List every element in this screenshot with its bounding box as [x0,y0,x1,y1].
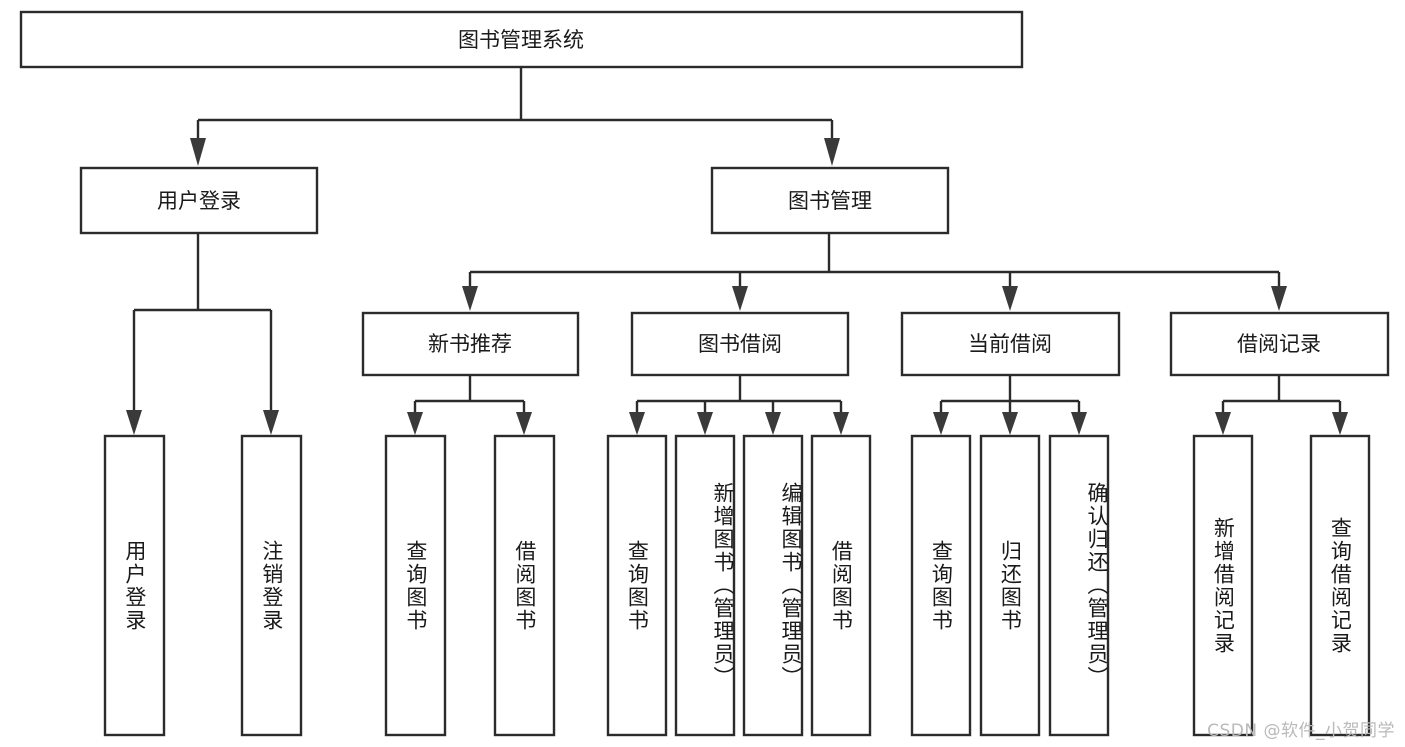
node-leaf-query-book-2[interactable] [606,434,668,737]
connector-group-user-login [126,233,279,435]
arrow-head-leaf-add-book [697,412,713,435]
arrow-head-leaf-query-book-3 [933,412,949,435]
node-leaf-query-book-3[interactable] [910,434,972,737]
label-book-manage: 图书管理 [788,189,872,213]
arrow-head-book-manage [824,138,840,166]
node-leaf-logout-login[interactable] [240,434,303,737]
node-borrow-record[interactable] [1169,311,1390,377]
connector-group-book-manage [462,233,1287,311]
connector-group-borrow-record [1215,375,1348,435]
label-root: 图书管理系统 [458,28,584,52]
arrow-head-leaf-add-record [1215,412,1231,435]
label-current-borrow: 当前借阅 [968,332,1052,356]
node-new-book-recommend[interactable] [361,311,580,377]
arrow-head-leaf-query-record [1332,412,1348,435]
label-borrow-record: 借阅记录 [1237,332,1321,356]
arrow-head-current-borrow [1002,286,1018,311]
connector-group-root [190,67,840,166]
label-new-book-recommend: 新书推荐 [428,332,512,356]
arrow-head-leaf-edit-book [765,412,781,435]
node-current-borrow[interactable] [900,311,1121,377]
arrow-head-leaf-borrow-book-2 [833,412,849,435]
arrow-head-leaf-query-book-1 [407,412,423,435]
arrow-head-leaf-logout-login [263,410,279,435]
connector-group-book-borrow [629,375,849,435]
connector-group-new-book-recommend [407,375,532,435]
node-root[interactable] [19,10,1024,69]
connector-group-current-borrow [933,375,1087,435]
node-leaf-user-login[interactable] [103,434,166,737]
node-leaf-borrow-book-2[interactable] [810,434,872,737]
arrow-head-leaf-confirm-return [1071,412,1087,435]
node-leaf-return-book[interactable] [979,434,1041,737]
node-leaf-add-book[interactable] [674,434,736,737]
arrow-head-borrow-record [1271,286,1287,311]
node-book-borrow[interactable] [630,311,850,377]
arrow-head-new-book-recommend [462,286,478,311]
arrow-head-leaf-query-book-2 [629,412,645,435]
arrow-head-leaf-user-login [126,410,142,435]
arrow-head-leaf-return-book [1002,412,1018,435]
node-user-login[interactable] [79,166,319,235]
node-leaf-edit-book[interactable] [742,434,804,737]
node-leaf-query-book-1[interactable] [384,434,447,737]
node-book-manage[interactable] [710,166,950,235]
arrow-head-book-borrow [732,286,748,311]
node-leaf-borrow-book-1[interactable] [493,434,556,737]
csdn-watermark: CSDN @软件_小贺同学 [1207,721,1395,741]
node-leaf-confirm-return[interactable] [1048,434,1110,737]
label-book-borrow: 图书借阅 [698,332,782,356]
node-leaf-query-record[interactable] [1309,434,1371,737]
label-user-login: 用户登录 [157,189,241,213]
arrow-head-leaf-borrow-book-1 [516,412,532,435]
arrow-head-user-login [190,138,206,166]
node-leaf-add-record[interactable] [1192,434,1254,737]
